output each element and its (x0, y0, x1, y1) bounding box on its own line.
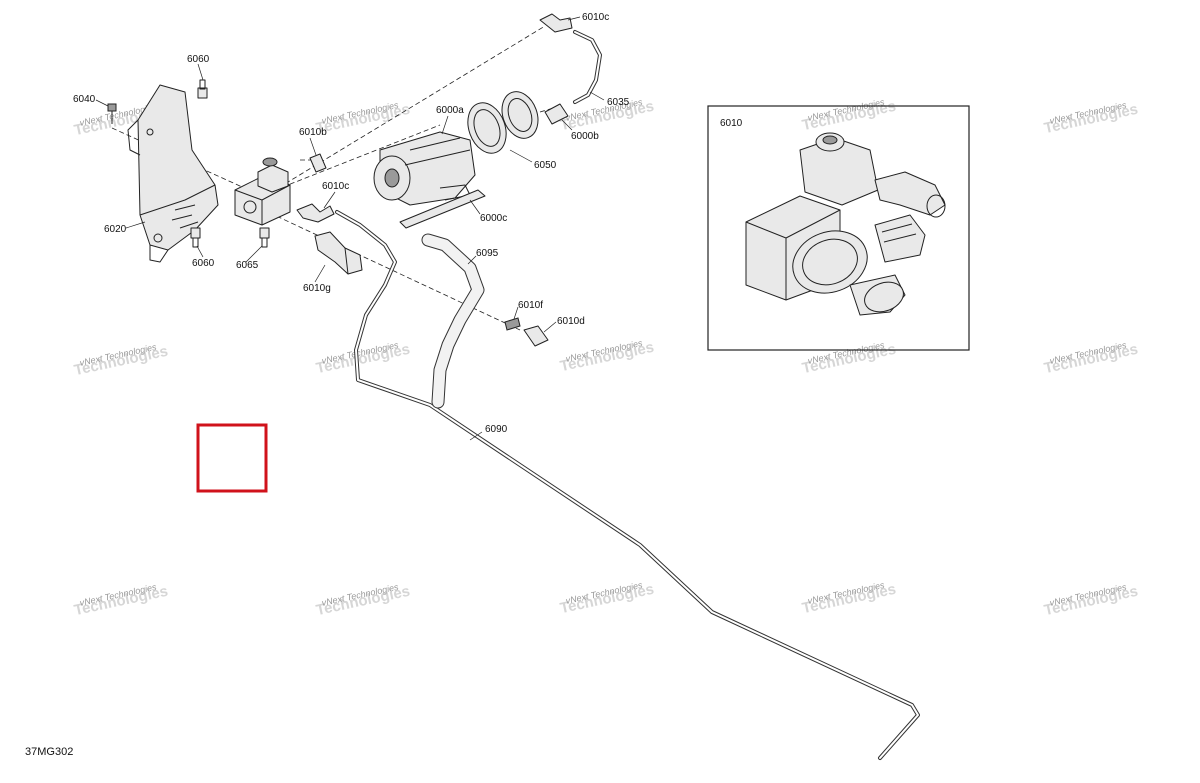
callout-6010f: 6010f (518, 300, 543, 311)
callout-6040: 6040 (73, 94, 96, 105)
highlight-box[interactable] (196, 423, 268, 493)
elbow-6010c-top (539, 13, 573, 33)
hose-6095 (421, 233, 485, 409)
callout-6065: 6065 (236, 260, 259, 271)
callout-6000a: 6000a (436, 105, 464, 116)
valve-6010-left (234, 157, 291, 226)
callout-6020: 6020 (104, 224, 127, 235)
callout-6035: 6035 (607, 97, 630, 108)
callout-6050: 6050 (534, 160, 557, 171)
callout-6010c-top: 6010c (582, 12, 609, 23)
bolt-6060-bottom (190, 227, 201, 248)
callout-6010b-left: 6010b (299, 127, 327, 138)
screw-6040 (107, 103, 117, 124)
diagram-code: 37MG302 (25, 746, 73, 758)
tube-6035 (573, 30, 602, 104)
callout-labels: 6010c 6060 6040 6010b 6000a 6035 6000b 6… (73, 12, 630, 435)
fitting-6010c-mid (296, 203, 335, 223)
callout-6090: 6090 (485, 424, 508, 435)
callout-6000c: 6000c (480, 213, 507, 224)
callout-6060-top: 6060 (187, 54, 210, 65)
detail-view-6010: 6010 (707, 105, 970, 351)
bolt-6060-top (197, 79, 208, 99)
clamp-6050 (467, 91, 539, 154)
callout-6095: 6095 (476, 248, 499, 259)
fitting-6000b (544, 103, 569, 125)
pump-6000a (373, 131, 476, 206)
bolt-6065 (259, 227, 270, 248)
fitting-6010b (309, 153, 327, 173)
leader-lines (95, 16, 605, 441)
callout-6010g: 6010g (303, 283, 331, 294)
callout-6060-bottom: 6060 (192, 258, 215, 269)
callout-6000b: 6000b (571, 131, 599, 142)
callout-6010c-mid: 6010c (322, 181, 349, 192)
detail-view-frame (707, 105, 970, 351)
sensor-6010g (314, 231, 363, 275)
pad-6000c (399, 189, 486, 229)
detail-view-label: 6010 (720, 118, 743, 129)
callout-6010d: 6010d (557, 316, 585, 327)
tube-6090 (335, 210, 920, 760)
connector-6010d (523, 325, 549, 347)
connector-6010f (504, 317, 521, 331)
